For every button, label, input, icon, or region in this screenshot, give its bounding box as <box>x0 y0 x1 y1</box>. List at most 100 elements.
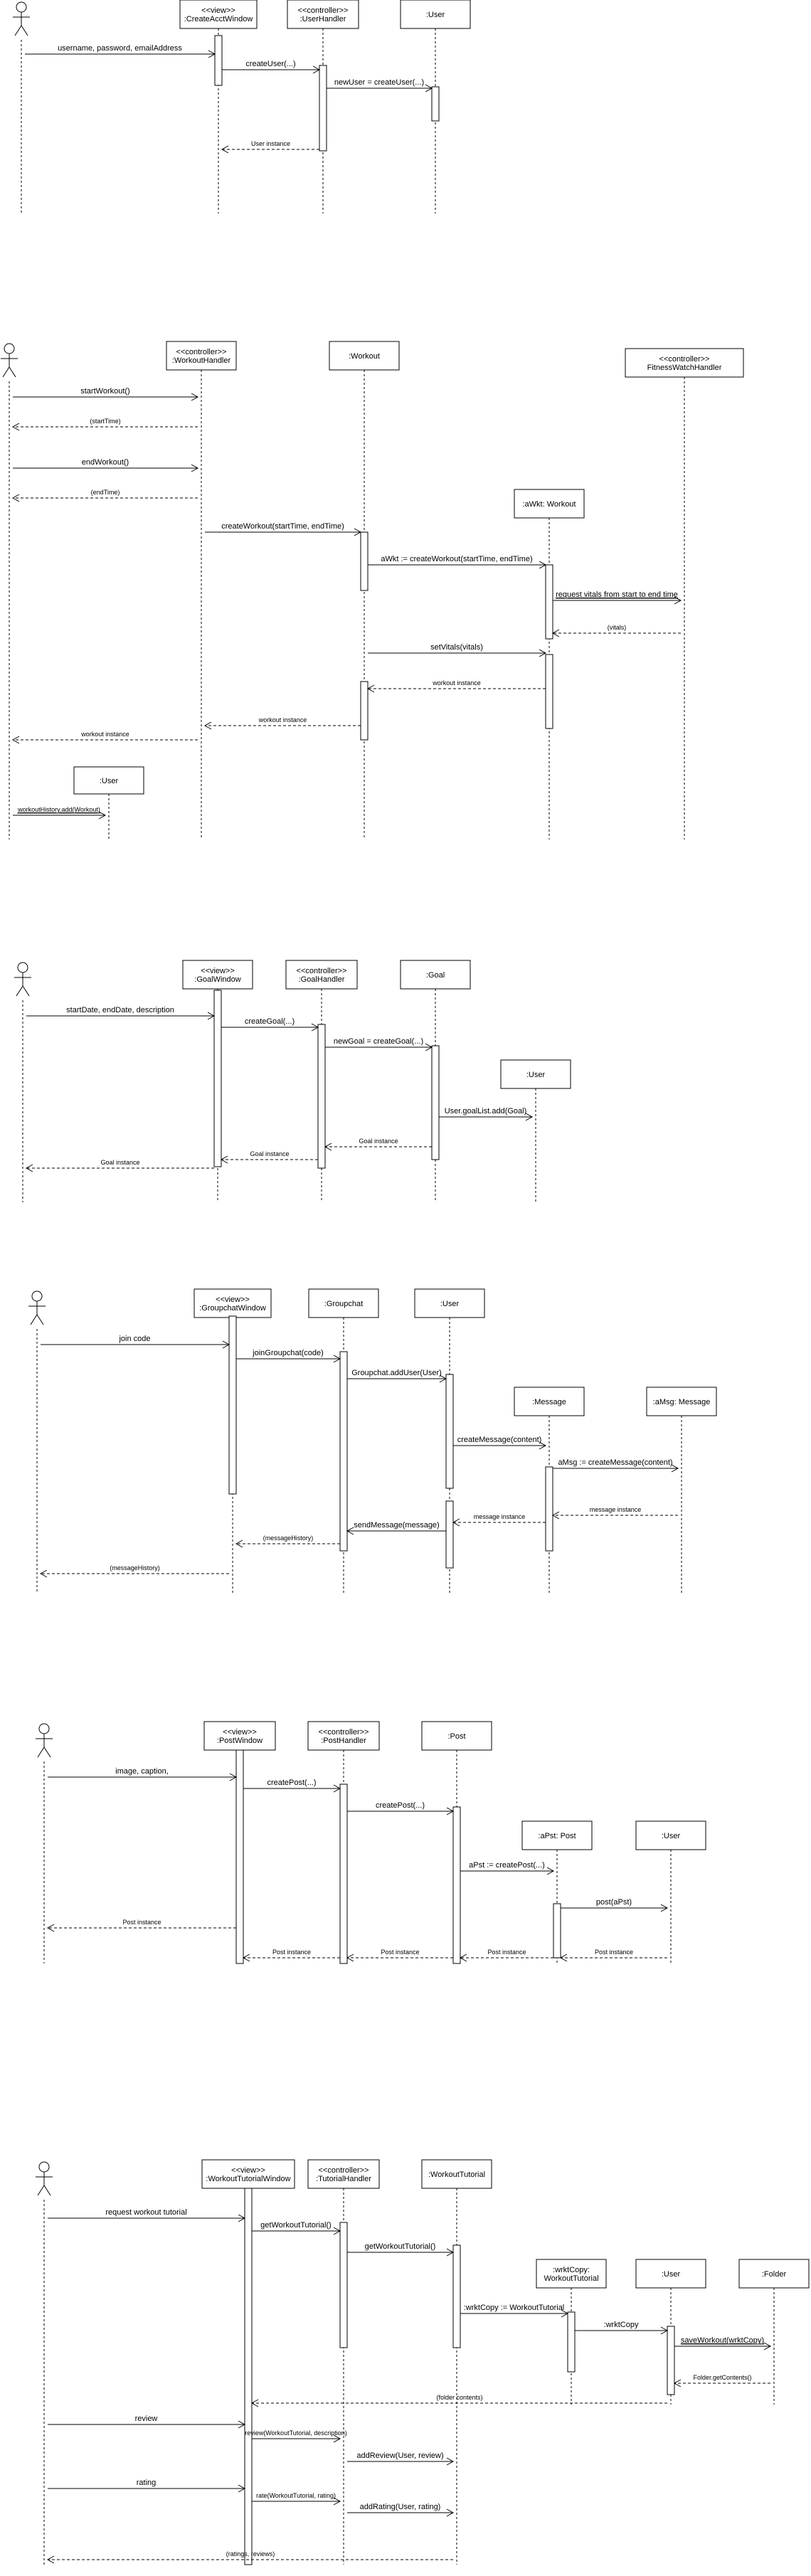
participant-label: :aPst: Post <box>538 1832 576 1840</box>
message-label: image, caption, <box>115 1767 169 1776</box>
participant-msg: :Message <box>514 1387 585 1594</box>
return-message: Post instance <box>559 1949 667 1962</box>
participant-box <box>179 0 258 29</box>
participant-label: :WorkoutHandler <box>172 356 231 365</box>
return-message: workout instance <box>11 731 198 744</box>
message-label: workout instance <box>80 731 129 738</box>
participant-label: <<controller>> <box>659 355 710 364</box>
message-label: review <box>135 2415 158 2423</box>
participant-label: :User <box>526 1071 546 1079</box>
participant-awkt: :aWkt: Workout <box>514 489 585 839</box>
call-message: post(aPst) <box>561 1898 669 1912</box>
call-message: aWkt := createWorkout(startTime, endTime… <box>368 555 547 569</box>
participant-user: :User <box>73 766 144 839</box>
message-label: (folder contents) <box>436 2394 482 2401</box>
message-label: addRating(User, rating) <box>360 2503 441 2511</box>
message-label: (vitals) <box>608 624 627 631</box>
return-message: Post instance <box>459 1949 553 1962</box>
participant-gc: :Groupchat <box>308 1288 379 1594</box>
participant-apst: :aPst: Post <box>521 1820 593 1963</box>
message-label: endWorkout() <box>82 458 129 467</box>
message-label: (startTime) <box>90 418 120 425</box>
message-label: User.goalList.add(Goal) <box>445 1107 527 1115</box>
participant-box <box>738 2259 810 2289</box>
activation-bar <box>360 681 369 741</box>
participant-label: :User <box>100 777 119 785</box>
return-message: workout instance <box>366 679 546 693</box>
call-message: User.goalList.add(Goal) <box>439 1107 534 1121</box>
call-message: newGoal = createGoal(...) <box>325 1037 433 1051</box>
message-label: Folder.getContents() <box>693 2374 751 2381</box>
participant-folder: :Folder <box>738 2259 810 2405</box>
participant-label: :User <box>662 2270 681 2279</box>
sequence-diagram-goal: <<view>>:GoalWindow<<controller>>:GoalHa… <box>14 960 571 1202</box>
participant-label: :GoalWindow <box>194 975 240 984</box>
sequence-diagram-create-account: <<view>>:CreateAcctWindow <<controller>>:… <box>13 0 471 213</box>
participant-box <box>635 1820 706 1850</box>
participant-post: :Post <box>421 1721 492 1963</box>
call-message: createGoal(...) <box>221 1017 319 1032</box>
activation-bar <box>452 2244 461 2348</box>
return-message: message instance <box>551 1506 678 1520</box>
message-label: join code <box>118 1335 150 1343</box>
participant-box <box>194 1288 272 1318</box>
activation-bar <box>445 1374 454 1489</box>
call-message: startWorkout() <box>13 387 199 401</box>
message-label: startDate, endDate, description <box>66 1006 174 1014</box>
activation-bar <box>667 2326 675 2395</box>
call-message: endWorkout() <box>13 458 199 472</box>
call-message: :wrktCopy <box>575 2321 669 2335</box>
sequence-diagram-groupchat: <<view>>:GroupchatWindow:Groupchat:User:… <box>28 1288 717 1594</box>
message-label: createPost(...) <box>267 1779 316 1787</box>
message-label: Post instance <box>122 1919 161 1926</box>
participant-box <box>307 1721 380 1751</box>
call-message: image, caption, <box>48 1767 238 1781</box>
participant-label: :PostWindow <box>217 1737 263 1745</box>
call-message: createUser(...) <box>222 60 321 74</box>
call-message: setVitals(vitals) <box>368 643 547 657</box>
activation-bar <box>545 564 553 640</box>
message-label: request vitals from start to end time <box>556 590 678 599</box>
activation-bar <box>553 1903 561 1958</box>
message-label: startWorkout() <box>80 387 129 396</box>
participant-wt: :WorkoutTutorial <box>421 2159 492 2565</box>
call-message: Groupchat.addUser(User) <box>347 1369 447 1383</box>
activation-bar <box>545 654 553 729</box>
participant-caw: <<view>>:CreateAcctWindow <box>179 0 258 213</box>
return-message: User instance <box>221 140 319 154</box>
participant-label: :WorkoutTutorial <box>428 2170 485 2179</box>
activation-bar <box>317 1024 326 1169</box>
activation-bar <box>213 990 222 1167</box>
participant-box <box>514 489 585 519</box>
actor-head <box>38 1723 50 1734</box>
return-message: Folder.getContents() <box>673 2374 770 2387</box>
participant-box <box>307 2159 380 2189</box>
message-label: User instance <box>251 140 290 147</box>
message-label: aMsg := createMessage(content) <box>558 1458 672 1467</box>
participant-gh: <<controller>>:GoalHandler <box>285 960 358 1202</box>
message-label: (endTime) <box>91 489 120 496</box>
message-label: message instance <box>474 1513 526 1520</box>
message-label: Post instance <box>595 1949 633 1956</box>
participant-label: <<controller>> <box>176 348 227 356</box>
actor-head <box>16 1 27 13</box>
call-message: aPst := createPost(...) <box>460 1861 555 1875</box>
participant-uh: <<controller>>:UserHandler <box>287 0 359 213</box>
message-label: username, password, emailAddress <box>58 44 182 53</box>
return-message: (endTime) <box>11 489 198 502</box>
message-label: aPst := createPost(...) <box>469 1861 545 1870</box>
participant-label: :Folder <box>762 2270 787 2279</box>
call-message: newUser = createUser(...) <box>327 78 433 92</box>
message-label: Post instance <box>272 1949 311 1956</box>
call-message: getWorkoutTutorial() <box>252 2221 341 2235</box>
return-message: (messageHistory) <box>235 1535 340 1548</box>
participant-box <box>414 1288 485 1318</box>
message-label: sendMessage(message) <box>354 1521 439 1530</box>
actor-head <box>31 1290 43 1302</box>
return-message: Post instance <box>46 1919 236 1932</box>
participant-box <box>166 341 237 371</box>
sequence-diagram-post: <<view>>:PostWindow<<controller>>:PostHa… <box>36 1721 706 1964</box>
call-message: createMessage(content) <box>453 1436 547 1450</box>
sequence-diagram-workout: <<controller>>:WorkoutHandler:Workout<<c… <box>1 341 744 839</box>
message-label: post(aPst) <box>596 1898 632 1907</box>
